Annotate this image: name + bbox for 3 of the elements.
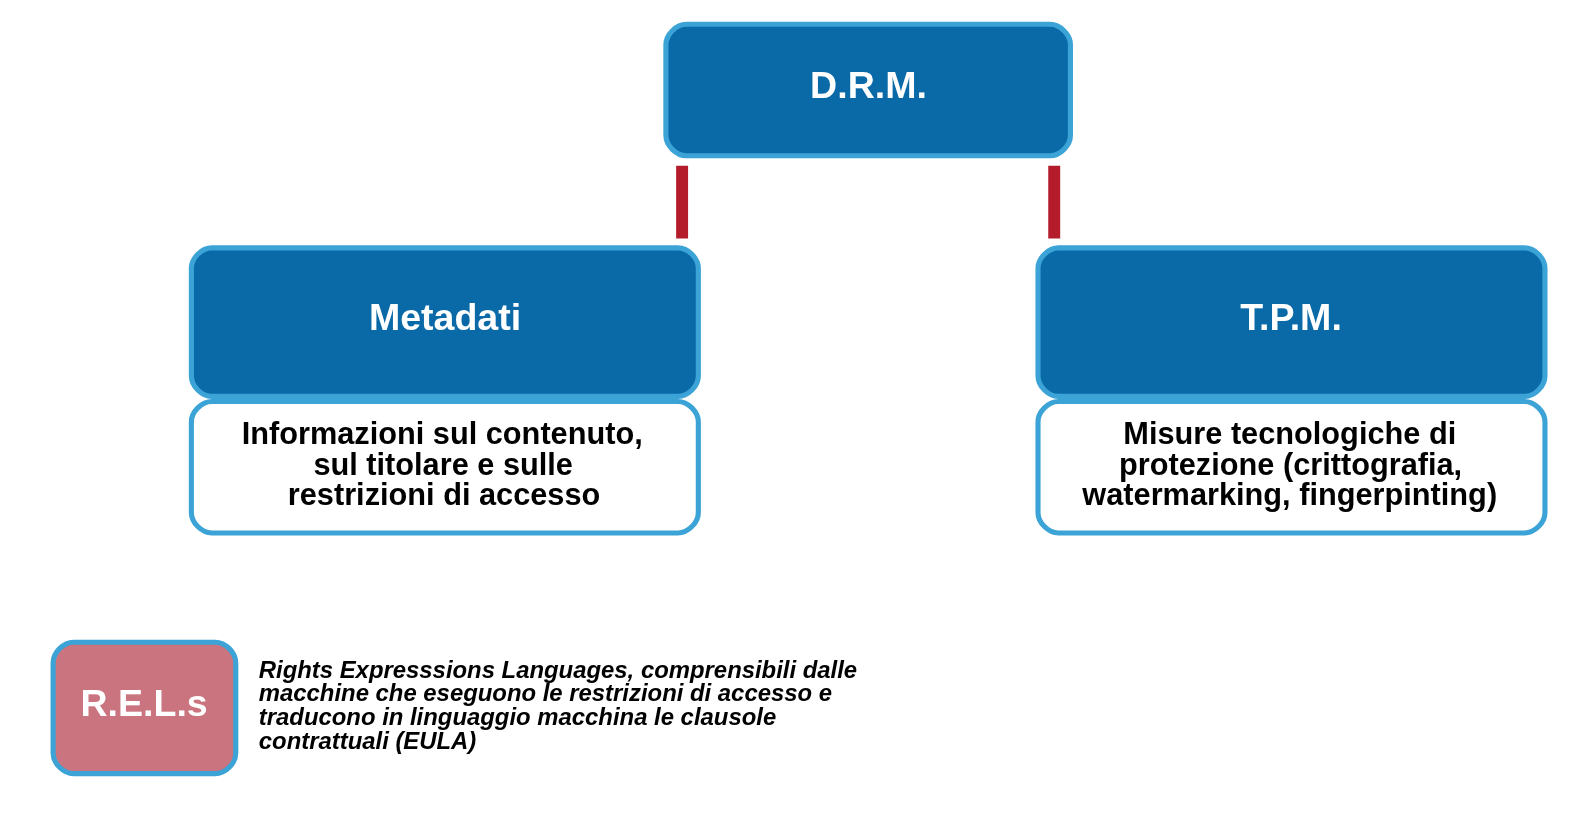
connector bbox=[676, 165, 689, 239]
connector bbox=[1048, 165, 1061, 239]
node-label: Rights Expresssions Languages, comprensibili dalle macchine che eseguono le restrizioni di accesso e traducono in linguaggio macchina le clausole contrattuali (EULA) bbox=[258, 655, 858, 755]
